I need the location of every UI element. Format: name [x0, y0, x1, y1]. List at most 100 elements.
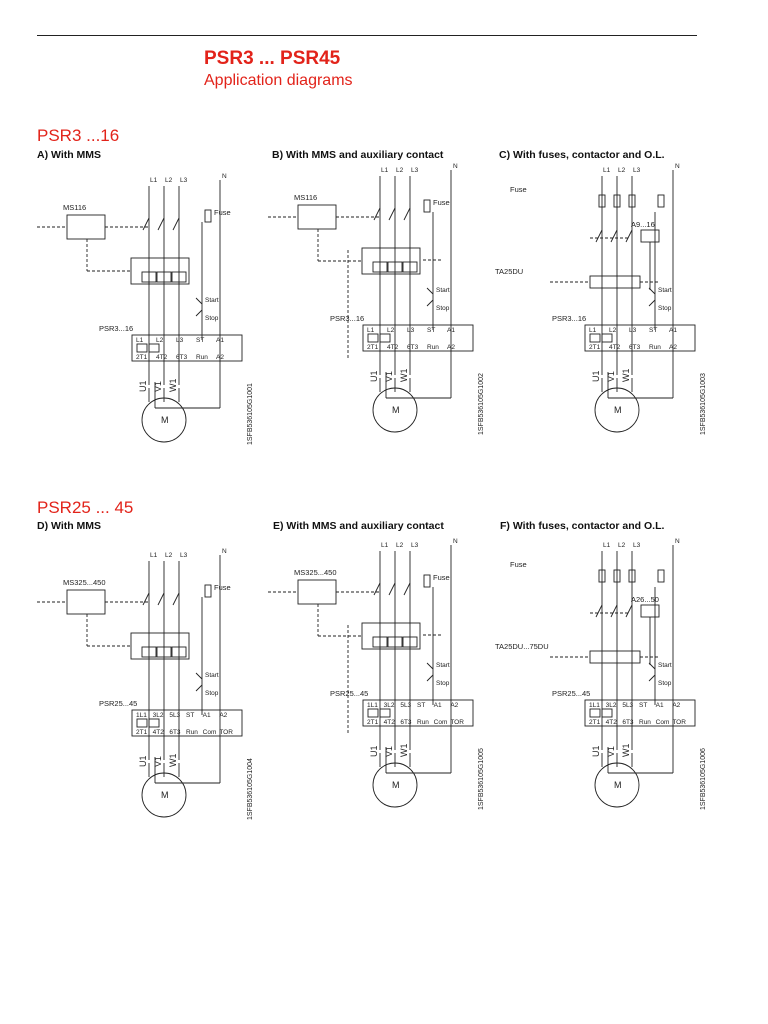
thyristor-symbol [601, 333, 613, 343]
terminal-label: 3L2 [606, 702, 617, 709]
motor-symbol [141, 772, 187, 818]
terminal-label: L1 [136, 337, 144, 344]
terminal-label: A1 [216, 337, 224, 344]
mms-contact [388, 582, 396, 596]
stop-button [195, 309, 203, 317]
terminal-label: A2 [219, 712, 227, 719]
fuse-label: Fuse [433, 198, 450, 207]
stop-label: Stop [205, 315, 219, 322]
fuse-symbol [204, 209, 212, 223]
terminal-label: TOR [219, 729, 233, 736]
fuse-symbol [628, 194, 636, 208]
line-label: L1 [603, 167, 611, 174]
terminal-label: 1L1 [367, 702, 378, 709]
stop-label: Stop [436, 305, 450, 312]
drawing-code: 1SFB536105G1002 [478, 373, 485, 435]
terminal-label: ST [427, 327, 435, 334]
mms-contact [403, 207, 411, 221]
start-button [195, 297, 203, 305]
page-subtitle: Application diagrams [204, 72, 353, 89]
mms-label: MS325...450 [63, 578, 106, 587]
terminal-label: 6T3 [400, 719, 412, 726]
terminal-label: A2 [216, 354, 224, 361]
start-label: Start [658, 662, 672, 669]
contactor-contact [595, 604, 603, 618]
mms-contact [172, 217, 180, 231]
drawing-code: 1SFB536105G1001 [247, 383, 254, 445]
trip-element [156, 271, 172, 283]
thyristor-symbol [589, 333, 601, 343]
start-button [426, 287, 434, 295]
drawing-code: 1SFB536105G1004 [247, 758, 254, 820]
soft-starter-block [362, 324, 474, 352]
phase-label: W1 [621, 744, 631, 758]
terminal-label: L1 [589, 327, 597, 334]
phase-label: V1 [153, 381, 163, 392]
motor-label: M [392, 405, 400, 415]
neutral-label: N [453, 538, 458, 545]
terminal-label: 5L3 [622, 702, 633, 709]
mms-box [66, 589, 106, 615]
terminal-label: 2T1 [589, 344, 601, 351]
soft-starter-label: PSR3...16 [99, 324, 133, 333]
thyristor-symbol [148, 343, 160, 353]
mms-contact [403, 582, 411, 596]
diagram-caption-d: D) With MMS [37, 520, 102, 532]
terminal-label: L2 [609, 327, 617, 334]
mms-contact [157, 217, 165, 231]
mms-contact [142, 592, 150, 606]
contactor-contact [595, 229, 603, 243]
terminal-label: ST [649, 327, 657, 334]
fuse-symbol [613, 569, 621, 583]
terminal-label: 5L3 [400, 702, 411, 709]
page-title: PSR3 ... PSR45 [204, 48, 341, 69]
phase-label: V1 [384, 371, 394, 382]
diagram-caption-e: E) With MMS and auxiliary contact [273, 520, 444, 532]
terminal-label: A1 [203, 712, 211, 719]
terminal-label: Run [639, 719, 651, 726]
start-label: Start [436, 662, 450, 669]
soft-starter-label: PSR25...45 [99, 699, 137, 708]
mms-contact [142, 217, 150, 231]
trip-element [141, 646, 157, 658]
mms-box [66, 214, 106, 240]
start-label: Start [205, 672, 219, 679]
soft-starter-block [131, 709, 243, 737]
terminal-label: 1L1 [589, 702, 600, 709]
terminal-label: TOR [672, 719, 686, 726]
terminal-label: Run [427, 344, 439, 351]
terminal-label: A2 [447, 344, 455, 351]
phase-label: W1 [168, 754, 178, 768]
terminal-label: Run [196, 354, 208, 361]
terminal-label: 6T3 [622, 719, 634, 726]
phase-label: U1 [591, 370, 601, 382]
phase-label: W1 [621, 369, 631, 383]
overload-relay [589, 275, 641, 289]
fuse-symbol [204, 584, 212, 598]
phase-label: U1 [369, 745, 379, 757]
terminal-label: A1 [434, 702, 442, 709]
contactor-contact [625, 604, 633, 618]
line-label: L2 [396, 167, 404, 174]
thyristor-symbol [136, 718, 148, 728]
terminal-label: 3L2 [153, 712, 164, 719]
line-label: L2 [618, 167, 626, 174]
stop-button [195, 684, 203, 692]
terminal-label: 4T2 [606, 719, 618, 726]
terminal-label: A2 [672, 702, 680, 709]
diagram-caption-a: A) With MMS [37, 149, 102, 161]
trip-element [372, 636, 388, 648]
terminal-label: ST [186, 712, 194, 719]
soft-starter-block [362, 699, 474, 727]
terminal-label: 6T3 [169, 729, 181, 736]
mms-contact [388, 207, 396, 221]
mms-label: MS116 [63, 203, 86, 212]
fuse-label: Fuse [510, 560, 527, 569]
neutral-label: N [222, 548, 227, 555]
soft-starter-label: PSR25...45 [330, 689, 368, 698]
terminal-label: L3 [176, 337, 184, 344]
motor-label: M [614, 405, 622, 415]
start-button [195, 672, 203, 680]
